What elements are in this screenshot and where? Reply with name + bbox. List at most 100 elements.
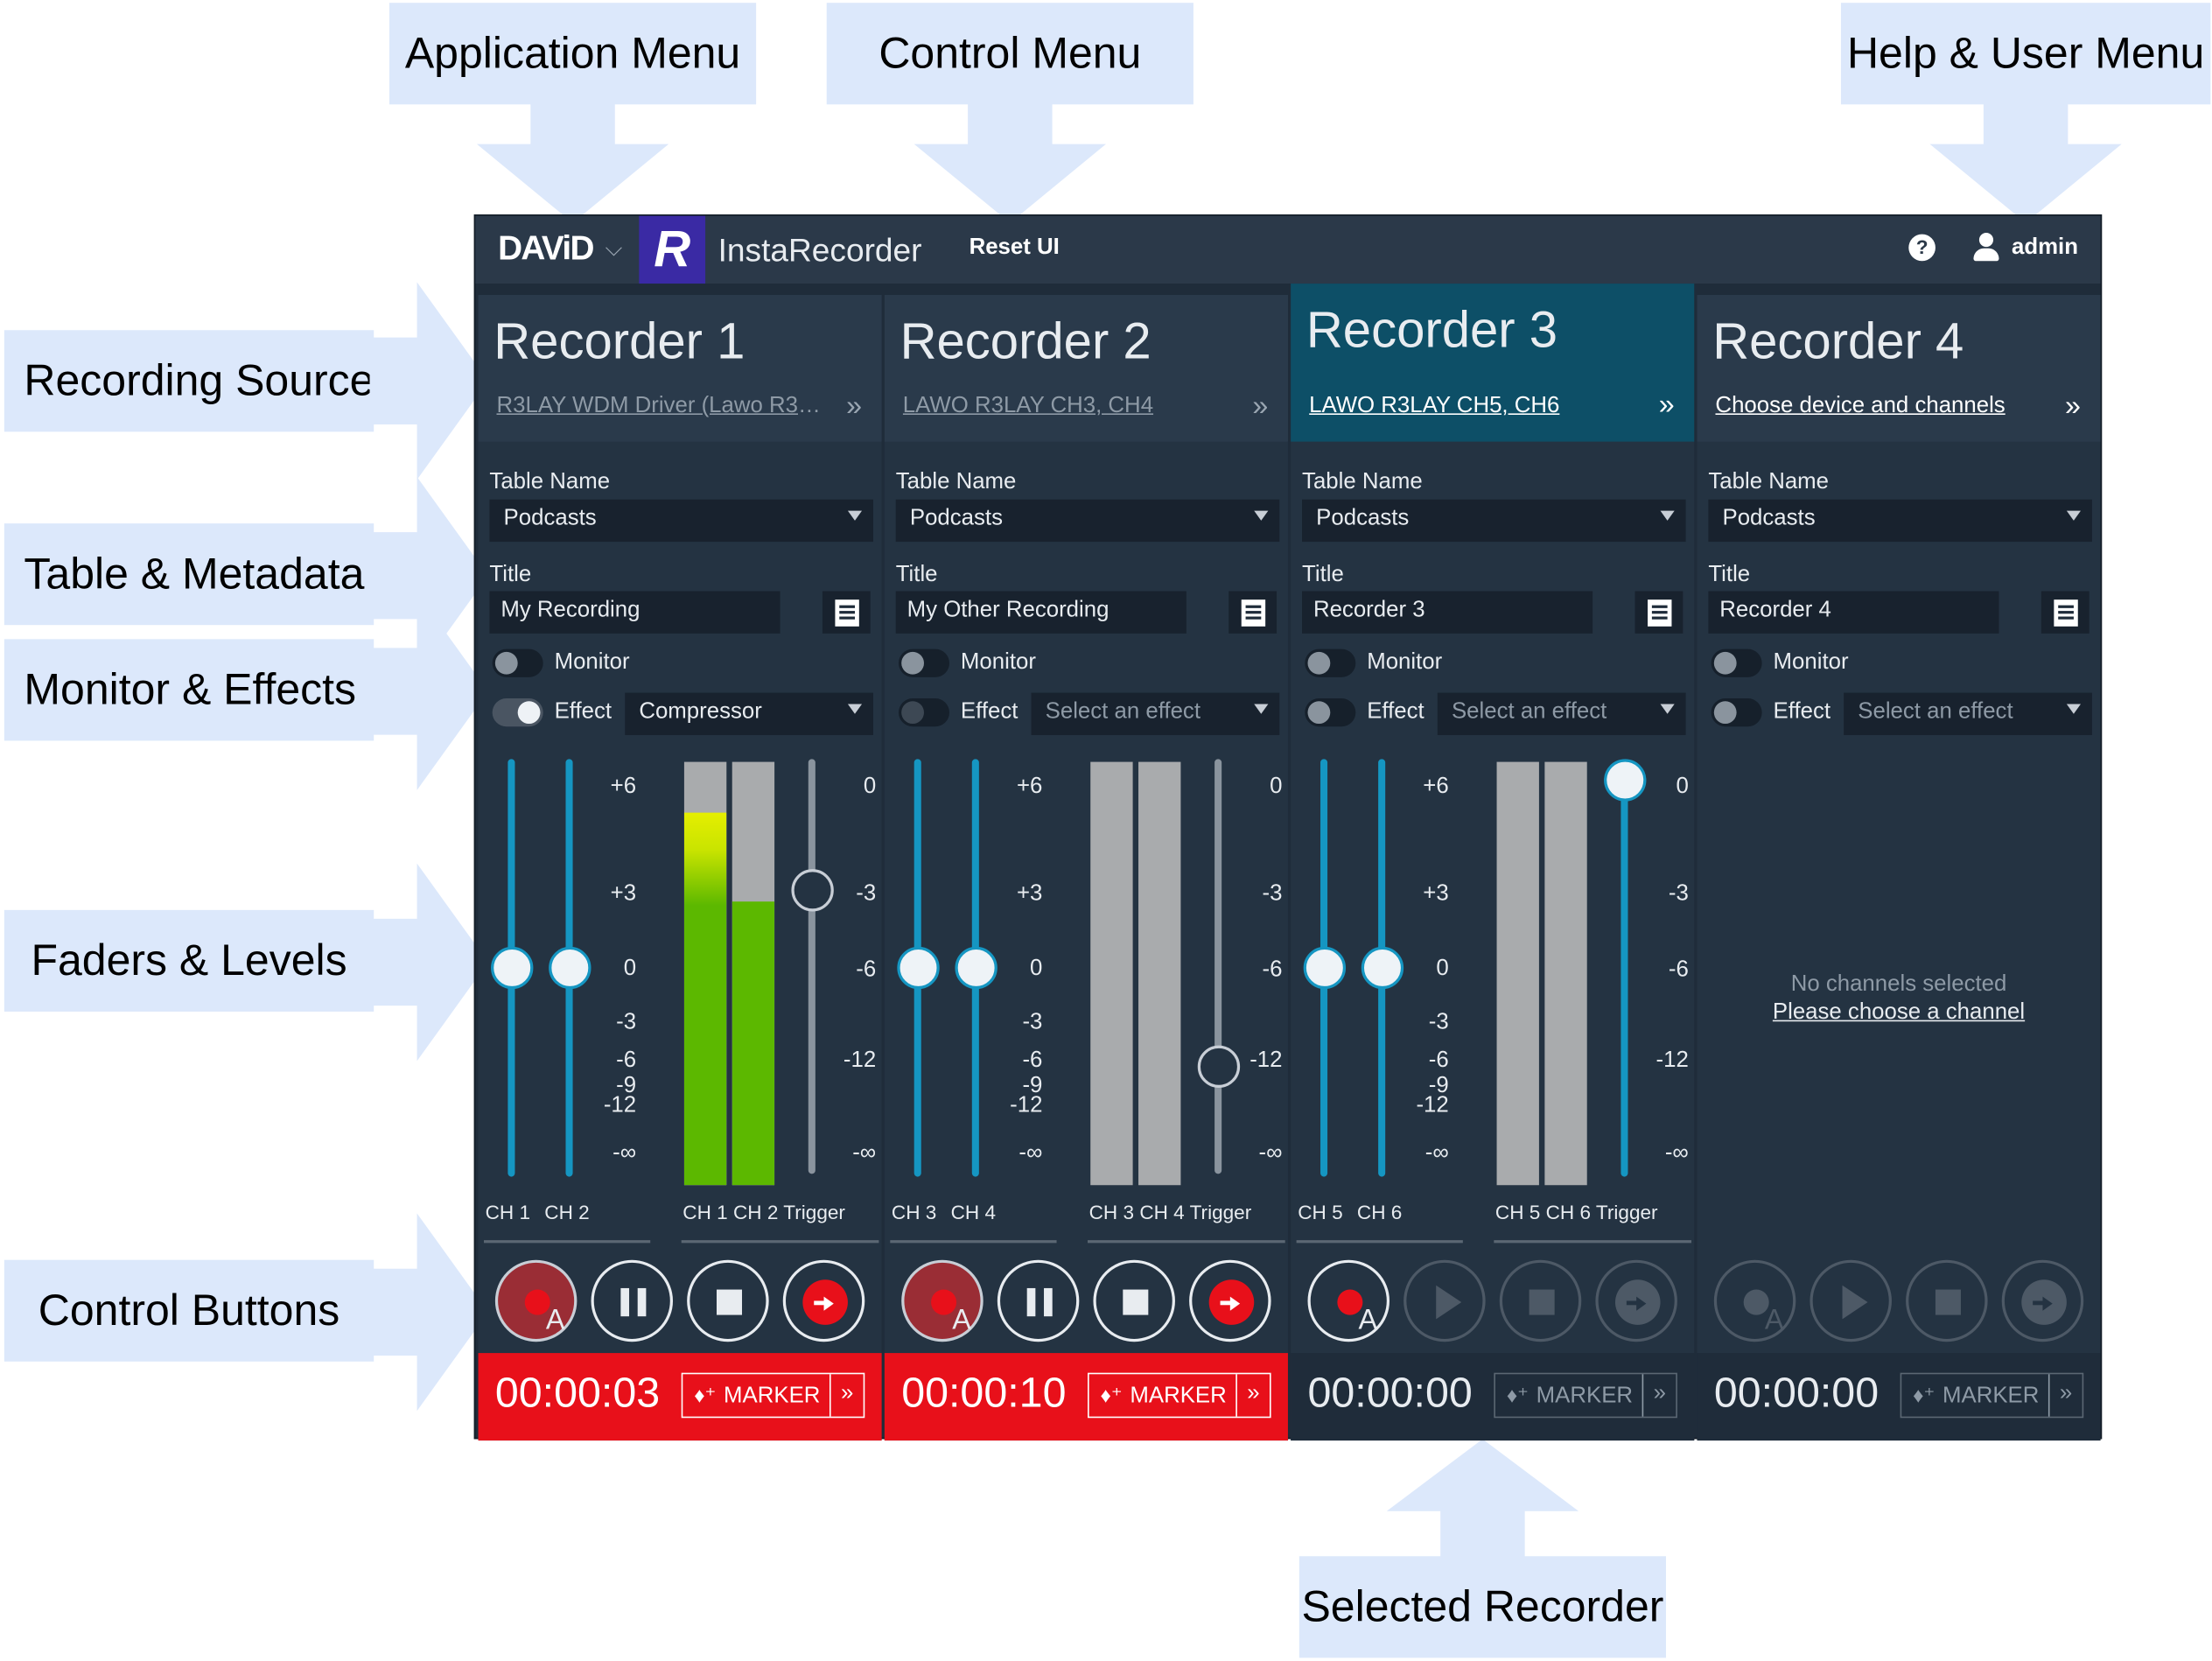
source-chevron-icon[interactable]: » xyxy=(2065,390,2081,423)
fader-ch2-knob[interactable] xyxy=(549,946,592,990)
scale-plus6: +6 xyxy=(1016,774,1043,799)
title-input[interactable]: My Other Recording xyxy=(895,591,1186,634)
recorder-2[interactable]: Recorder 2 LAWO R3LAY CH3, CH4 » Table N… xyxy=(884,294,1288,1441)
marker-button[interactable]: ♦⁺MARKER» xyxy=(1494,1372,1677,1419)
play-button[interactable] xyxy=(1810,1259,1892,1342)
recorder-footer: 00:00:03 ♦⁺MARKER» xyxy=(478,1353,882,1441)
stop-button[interactable] xyxy=(1906,1259,1988,1342)
table-select[interactable]: Podcasts xyxy=(1708,499,2092,543)
monitor-toggle[interactable] xyxy=(1305,648,1356,677)
trigger-scale-minus-inf: -∞ xyxy=(1258,1141,1283,1166)
effect-toggle[interactable] xyxy=(1711,698,1762,727)
callout-recording-source: Recording Source xyxy=(4,330,374,432)
reset-ui-button[interactable]: Reset UI xyxy=(969,235,1060,260)
recording-source-link[interactable]: LAWO R3LAY CH3, CH4 xyxy=(902,393,1154,418)
pause-button[interactable] xyxy=(997,1259,1080,1342)
effect-toggle[interactable] xyxy=(492,698,543,727)
metadata-button[interactable] xyxy=(1634,591,1684,634)
marker-chevron-icon[interactable]: » xyxy=(829,1374,864,1417)
pause-button[interactable] xyxy=(591,1259,674,1342)
record-auto-button[interactable]: A xyxy=(901,1259,984,1342)
fader-ch5-knob[interactable] xyxy=(1303,946,1347,990)
callout-selected-recorder: Selected Recorder xyxy=(1298,1556,1667,1658)
table-name-label: Table Name xyxy=(1302,469,1423,494)
record-auto-button[interactable]: A xyxy=(494,1259,578,1342)
arrow-application-menu xyxy=(476,102,669,223)
record-auto-button[interactable]: A xyxy=(1307,1259,1390,1342)
fader-ch6-knob[interactable] xyxy=(1361,946,1404,990)
stop-button[interactable] xyxy=(687,1259,769,1342)
monitor-toggle[interactable] xyxy=(1711,648,1762,677)
marker-chevron-icon[interactable]: » xyxy=(1236,1374,1270,1417)
user-icon[interactable] xyxy=(1973,233,1999,262)
title-input[interactable]: My Recording xyxy=(489,591,780,634)
metadata-button[interactable] xyxy=(2040,591,2090,634)
effect-select[interactable]: Select an effect xyxy=(1844,692,2092,735)
split-button[interactable] xyxy=(782,1259,865,1342)
trigger-knob[interactable] xyxy=(1604,759,1647,802)
choose-channel-link[interactable]: Please choose a channel xyxy=(1772,1000,2026,1025)
split-button[interactable] xyxy=(1189,1259,1271,1342)
david-brand-menu[interactable]: DAViD xyxy=(498,229,594,269)
fader-ch3-knob[interactable] xyxy=(897,946,940,990)
table-select[interactable]: Podcasts xyxy=(1302,499,1686,543)
recording-source-link[interactable]: LAWO R3LAY CH5, CH6 xyxy=(1309,393,1560,418)
recorder-3[interactable]: Recorder 3 LAWO R3LAY CH5, CH6 » Table N… xyxy=(1291,284,1695,1441)
trigger-knob[interactable] xyxy=(1197,1045,1241,1089)
source-chevron-icon[interactable]: » xyxy=(1252,390,1269,423)
trigger-track[interactable] xyxy=(808,759,816,1174)
arrow-selected-recorder xyxy=(1386,1439,1579,1564)
separator xyxy=(681,1240,879,1244)
scale-minus3: -3 xyxy=(616,1010,637,1034)
marker-button[interactable]: ♦⁺MARKER» xyxy=(1088,1372,1271,1419)
metadata-button[interactable] xyxy=(822,591,871,634)
recorder-header[interactable]: Recorder 3 LAWO R3LAY CH5, CH6 » xyxy=(1291,284,1695,442)
source-chevron-icon[interactable]: » xyxy=(846,390,863,423)
marker-chevron-icon[interactable]: » xyxy=(1642,1374,1676,1417)
metadata-icon xyxy=(1648,599,1672,627)
trigger-knob[interactable] xyxy=(791,869,834,912)
split-button[interactable] xyxy=(1595,1259,1677,1342)
table-value: Podcasts xyxy=(503,506,597,531)
recorder-1[interactable]: Recorder 1 R3LAY WDM Driver (Lawo R3LAY.… xyxy=(478,294,882,1441)
trigger-track[interactable] xyxy=(1214,759,1222,1174)
monitor-toggle[interactable] xyxy=(492,648,543,677)
split-button[interactable] xyxy=(2001,1259,2084,1342)
effect-select[interactable]: Select an effect xyxy=(1437,692,1686,735)
recording-source-link[interactable]: Choose device and channels xyxy=(1715,393,2006,418)
stop-button[interactable] xyxy=(1499,1259,1582,1342)
source-chevron-icon[interactable]: » xyxy=(1658,389,1675,421)
recording-timer: 00:00:03 xyxy=(494,1370,661,1417)
record-auto-button[interactable]: A xyxy=(1713,1259,1796,1342)
caret-down-icon xyxy=(1254,704,1269,714)
user-menu[interactable]: admin xyxy=(2011,235,2078,260)
play-button[interactable] xyxy=(1404,1259,1486,1342)
effect-toggle[interactable] xyxy=(1305,698,1356,727)
chevron-down-icon[interactable]: ⌵ xyxy=(605,236,623,262)
marker-button[interactable]: ♦⁺MARKER» xyxy=(681,1372,865,1419)
fader-ch1-knob[interactable] xyxy=(491,946,534,990)
help-icon[interactable]: ? xyxy=(1908,234,1936,262)
effect-select[interactable]: Select an effect xyxy=(1031,692,1280,735)
monitor-toggle[interactable] xyxy=(898,648,950,677)
title-input[interactable]: Recorder 3 xyxy=(1302,591,1593,634)
table-select[interactable]: Podcasts xyxy=(895,499,1280,543)
recorder-4[interactable]: Recorder 4 Choose device and channels » … xyxy=(1697,294,2101,1441)
recorder-header[interactable]: Recorder 1 R3LAY WDM Driver (Lawo R3LAY.… xyxy=(478,294,882,442)
trigger-track[interactable] xyxy=(1620,774,1628,1177)
title-input[interactable]: Recorder 4 xyxy=(1708,591,1999,634)
table-select[interactable]: Podcasts xyxy=(489,499,873,543)
effect-select[interactable]: Compressor xyxy=(625,692,873,735)
marker-chevron-icon[interactable]: » xyxy=(2048,1374,2082,1417)
recording-timer: 00:00:10 xyxy=(901,1370,1067,1417)
recorder-header[interactable]: Recorder 2 LAWO R3LAY CH3, CH4 » xyxy=(884,294,1288,442)
recorder-header[interactable]: Recorder 4 Choose device and channels » xyxy=(1697,294,2101,442)
trigger-scale-minus12: -12 xyxy=(843,1048,877,1073)
marker-button[interactable]: ♦⁺MARKER» xyxy=(1900,1372,2084,1419)
recording-source-link[interactable]: R3LAY WDM Driver (Lawo R3LAY... xyxy=(496,393,830,418)
effect-toggle[interactable] xyxy=(898,698,950,727)
metadata-button[interactable] xyxy=(1228,591,1278,634)
callout-text: Selected Recorder xyxy=(1301,1581,1664,1631)
stop-button[interactable] xyxy=(1093,1259,1175,1342)
fader-ch4-knob[interactable] xyxy=(955,946,998,990)
